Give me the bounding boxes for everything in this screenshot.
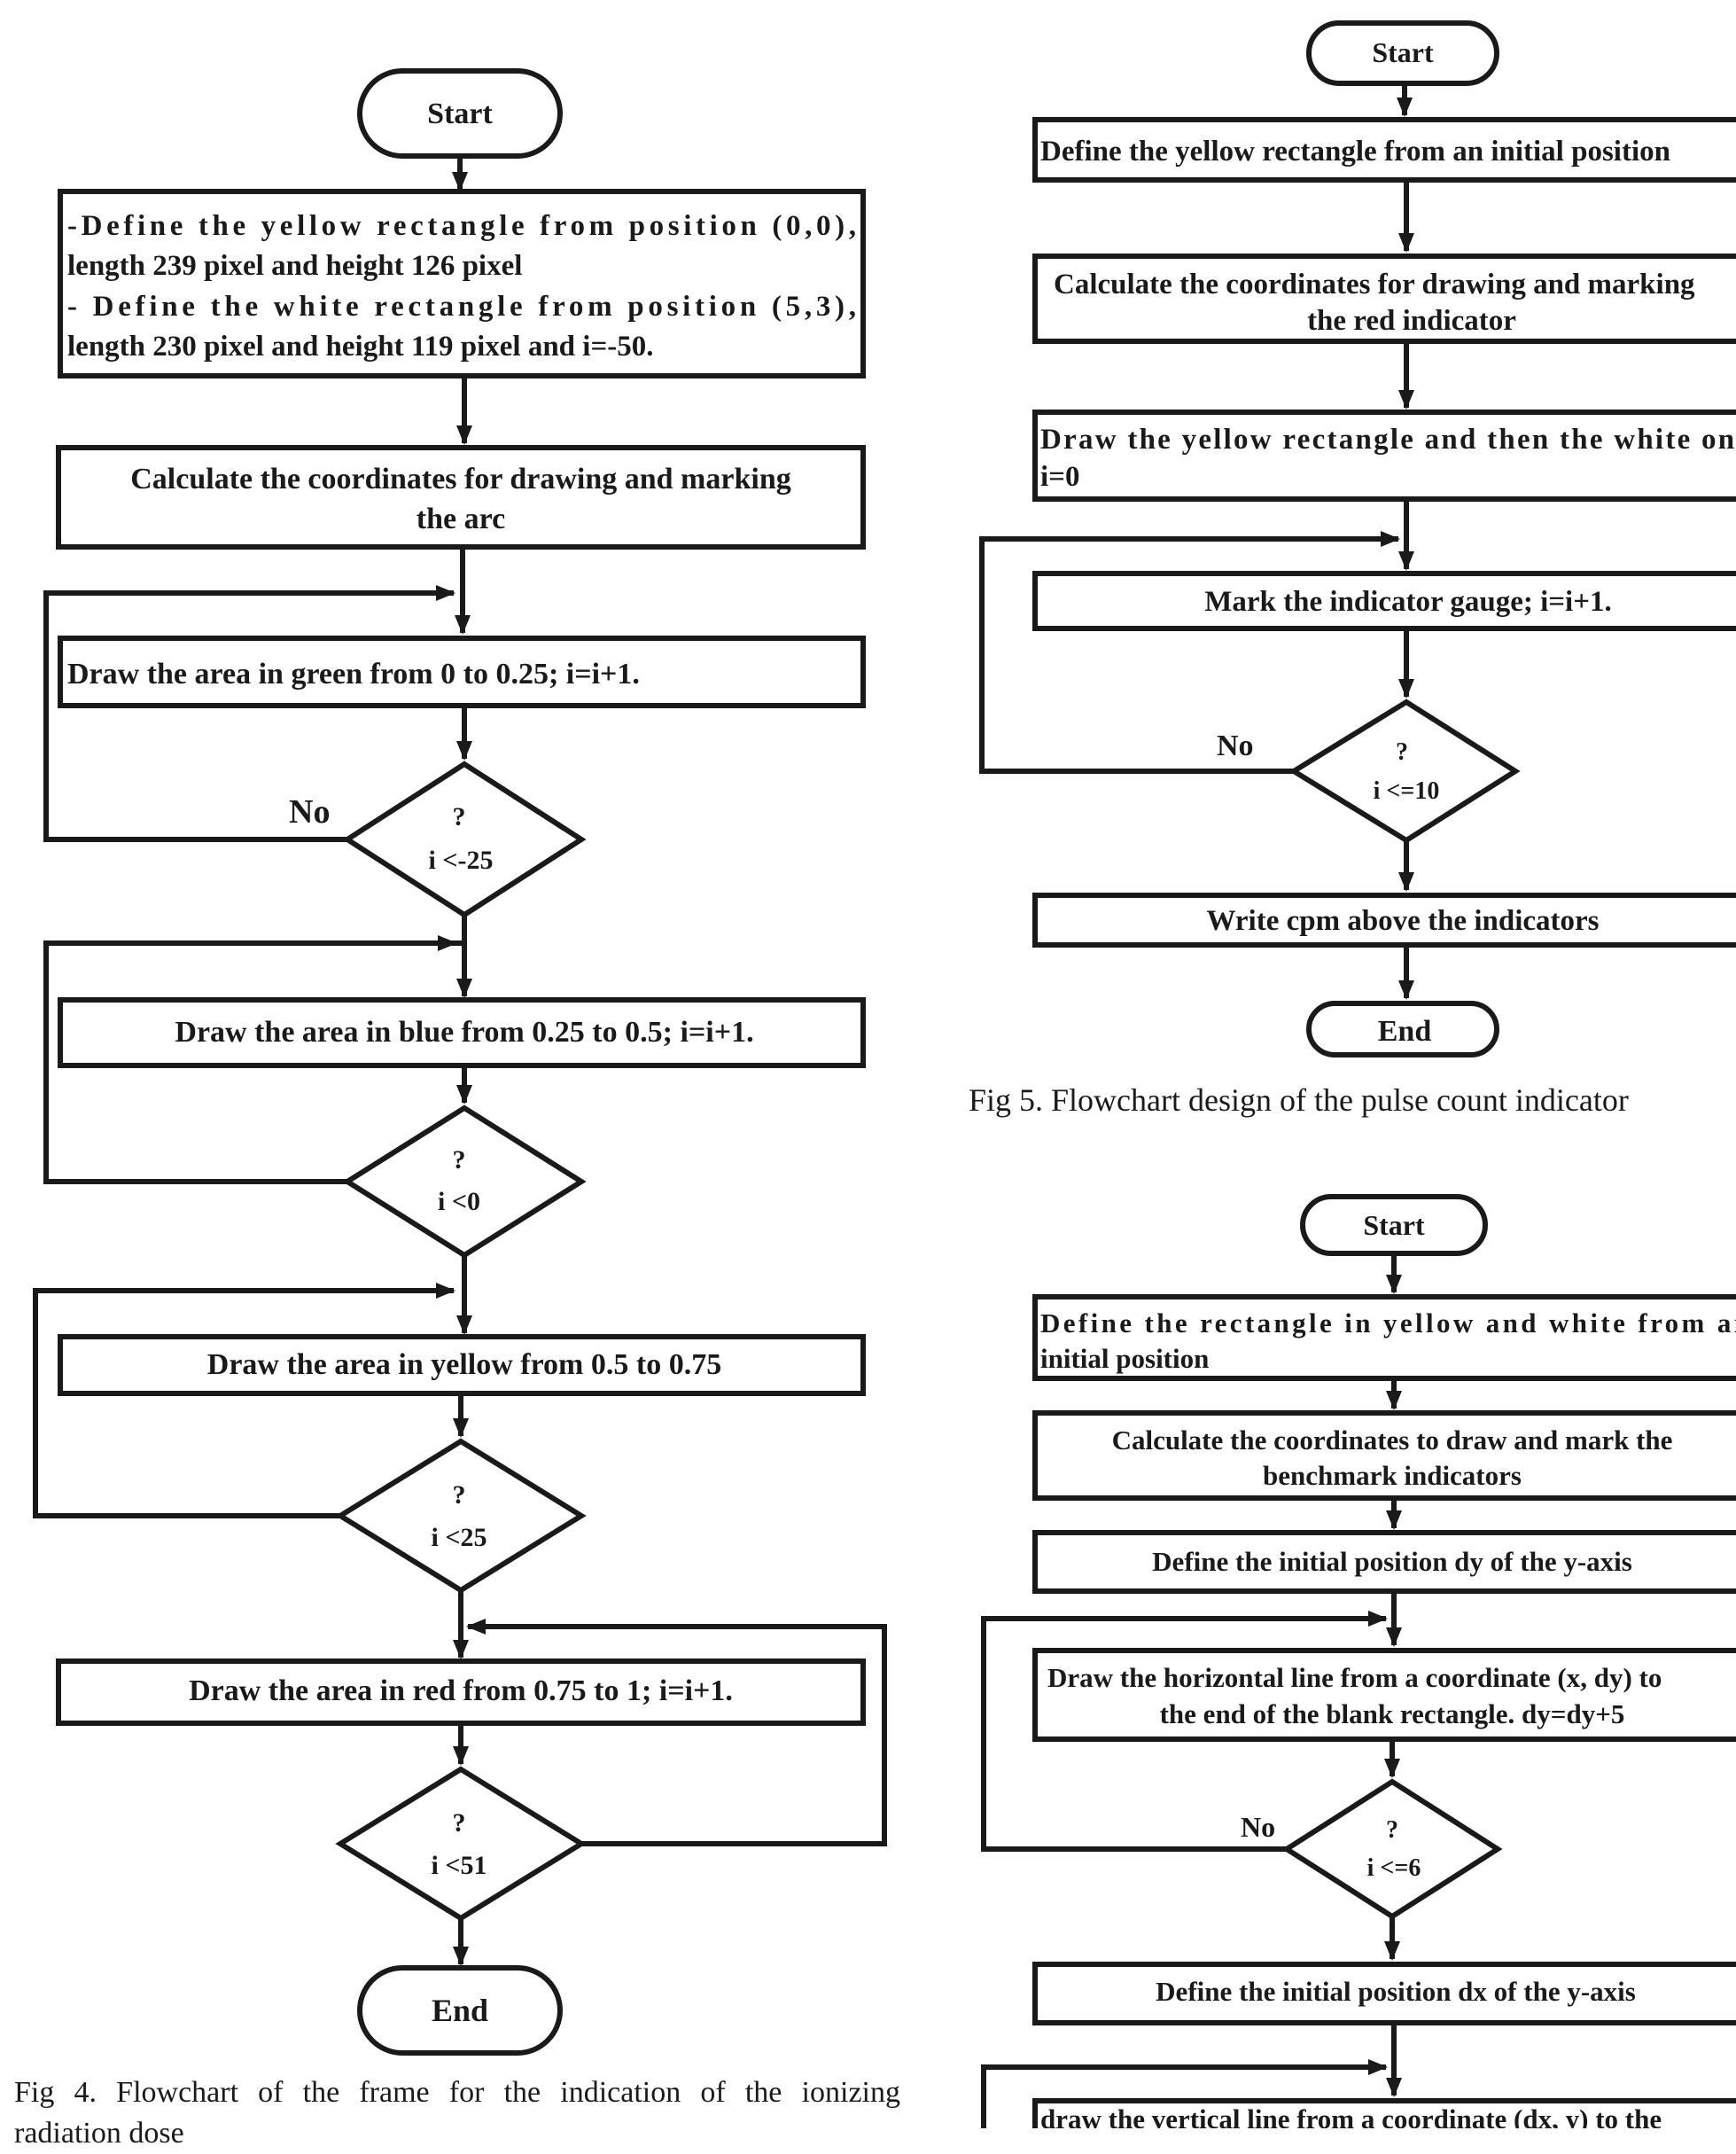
fig4-decision-4-cond: i <51 (432, 1851, 487, 1880)
fig4-decision-2-q: ? (453, 1145, 466, 1175)
fig5-step3-line2: i=0 (1040, 461, 1079, 493)
fig4-green-label: Draw the area in green from 0 to 0.25; i… (67, 658, 640, 691)
fig6-define-dx-box (1032, 1962, 1736, 2025)
fig4-step2-line1: Calculate the coordinates for drawing an… (130, 463, 790, 496)
fig6-no-label: No (1241, 1811, 1275, 1843)
fig4-decision-2-cond: i <0 (438, 1187, 480, 1216)
fig4-yellow-area-box (58, 1334, 866, 1396)
fig4-calculate-arc-box (56, 445, 866, 550)
fig4-yellow-label: Draw the area in yellow from 0.5 to 0.75 (207, 1348, 721, 1381)
fig5-draw-rectangles-box (1032, 410, 1736, 502)
fig6-step1-line1: Define the rectangle in yellow and white… (1040, 1307, 1736, 1338)
fig4-decision-1 (342, 761, 587, 918)
fig6-step2-line1: Calculate the coordinates to draw and ma… (1112, 1424, 1673, 1456)
fig5-end-label: End (1378, 1015, 1432, 1048)
fig5-loop (979, 531, 1400, 774)
fig5-step3-line1: Draw the yellow rectangle and then the w… (1040, 424, 1736, 456)
fig4-step1-line2: length 239 pixel and height 126 pixel (67, 250, 522, 282)
fig4-caption: Fig 4. Flowchart of the frame for the in… (14, 2072, 900, 2154)
fig4-decision-2 (342, 1104, 587, 1259)
fig6-step1-line2: initial position (1040, 1343, 1209, 1374)
fig5-decision-q: ? (1396, 738, 1408, 766)
fig5-calculate-box (1032, 254, 1736, 344)
fig5-step2-line2: the red indicator (1307, 305, 1516, 337)
fig4-blue-label: Draw the area in blue from 0.25 to 0.5; … (175, 1016, 753, 1049)
fig4-step1-line1: -Define the yellow rectangle from positi… (67, 210, 856, 242)
fig5-define-yellow-box (1032, 117, 1736, 183)
fig5-write-cpm-box (1032, 893, 1736, 948)
fig6-step2-line2: benchmark indicators (1263, 1460, 1522, 1491)
fig5-start-label: Start (1372, 36, 1434, 68)
fig6-decision (1281, 1778, 1503, 1920)
fig6-start-label: Start (1363, 1209, 1425, 1241)
fig4-end-terminal (357, 1965, 563, 2056)
fig6-step4-line2: the end of the blank rectangle. dy=dy+5 (1160, 1698, 1625, 1729)
fig6-loop-1 (981, 1611, 1388, 1852)
fig6-decision-cond: i <=6 (1367, 1854, 1421, 1882)
fig4-decision-4 (335, 1766, 587, 1922)
fig5-decision (1288, 698, 1521, 844)
figure-4: Start -Define the yellow rectangle from … (33, 68, 887, 2056)
fig6-calculate-box (1032, 1410, 1736, 1501)
fig6-decision-q: ? (1386, 1816, 1398, 1844)
fig4-start-label: Start (427, 98, 493, 130)
fig4-decision-3 (335, 1438, 587, 1594)
fig4-decision-1-cond: i <-25 (429, 846, 494, 875)
fig6-define-dy-box (1032, 1530, 1736, 1594)
fig5-decision-cond: i <=10 (1374, 777, 1440, 805)
fig4-blue-area-box (58, 997, 866, 1068)
fig4-loop-red (466, 1619, 887, 1846)
fig4-red-label: Draw the area in red from 0.75 to 1; i=i… (189, 1674, 733, 1707)
fig4-caption-line2: radiation dose (14, 2117, 184, 2150)
fig4-step1-line4: length 230 pixel and height 119 pixel an… (67, 331, 654, 363)
figure-6: Start Define the rectangle in yellow and… (981, 1194, 1736, 2128)
fig4-end-label: End (432, 1993, 488, 2028)
fig6-step3: Define the initial position dy of the y-… (1152, 1546, 1632, 1577)
fig4-caption-line1: Fig 4. Flowchart of the frame for the in… (14, 2076, 900, 2109)
fig6-step4-line1: Draw the horizontal line from a coordina… (1047, 1662, 1662, 1693)
fig5-step5: Write cpm above the indicators (1206, 905, 1599, 937)
fig5-step1: Define the yellow rectangle from an init… (1040, 136, 1670, 168)
fig4-decision-1-q: ? (453, 802, 466, 831)
fig4-define-rectangles-box (58, 189, 866, 379)
fig4-step1-line3: - Define the white rectangle from positi… (67, 291, 856, 323)
fig4-loop-yellow (33, 1283, 455, 1518)
fig4-decision-3-cond: i <25 (432, 1523, 487, 1552)
fig4-red-area-box (56, 1658, 866, 1726)
fig5-step2-line1: Calculate the coordinates for drawing an… (1054, 269, 1695, 300)
fig6-draw-vertical-box (1032, 2098, 1736, 2128)
fig5-step4: Mark the indicator gauge; i=i+1. (1204, 586, 1612, 618)
fig4-decision-3-q: ? (453, 1480, 466, 1510)
fig5-end-terminal (1306, 1001, 1499, 1057)
fig4-loop-green (43, 585, 455, 842)
fig5-no-label: No (1217, 730, 1254, 762)
fig6-loop-2 (981, 2059, 1388, 2128)
fig4-decision-4-q: ? (453, 1808, 466, 1838)
fig4-step2-line2: the arc (416, 503, 505, 535)
figure-5: Start Define the yellow rectangle from a… (979, 20, 1736, 1057)
fig5-caption: Fig 5. Flowchart design of the pulse cou… (969, 1082, 1629, 1118)
fig4-no-label: No (289, 793, 330, 831)
fig6-step6: draw the vertical line from a coordinate… (1040, 2103, 1662, 2128)
fig5-mark-gauge-box (1032, 571, 1736, 631)
fig6-step5: Define the initial position dx of the y-… (1156, 1976, 1636, 2007)
